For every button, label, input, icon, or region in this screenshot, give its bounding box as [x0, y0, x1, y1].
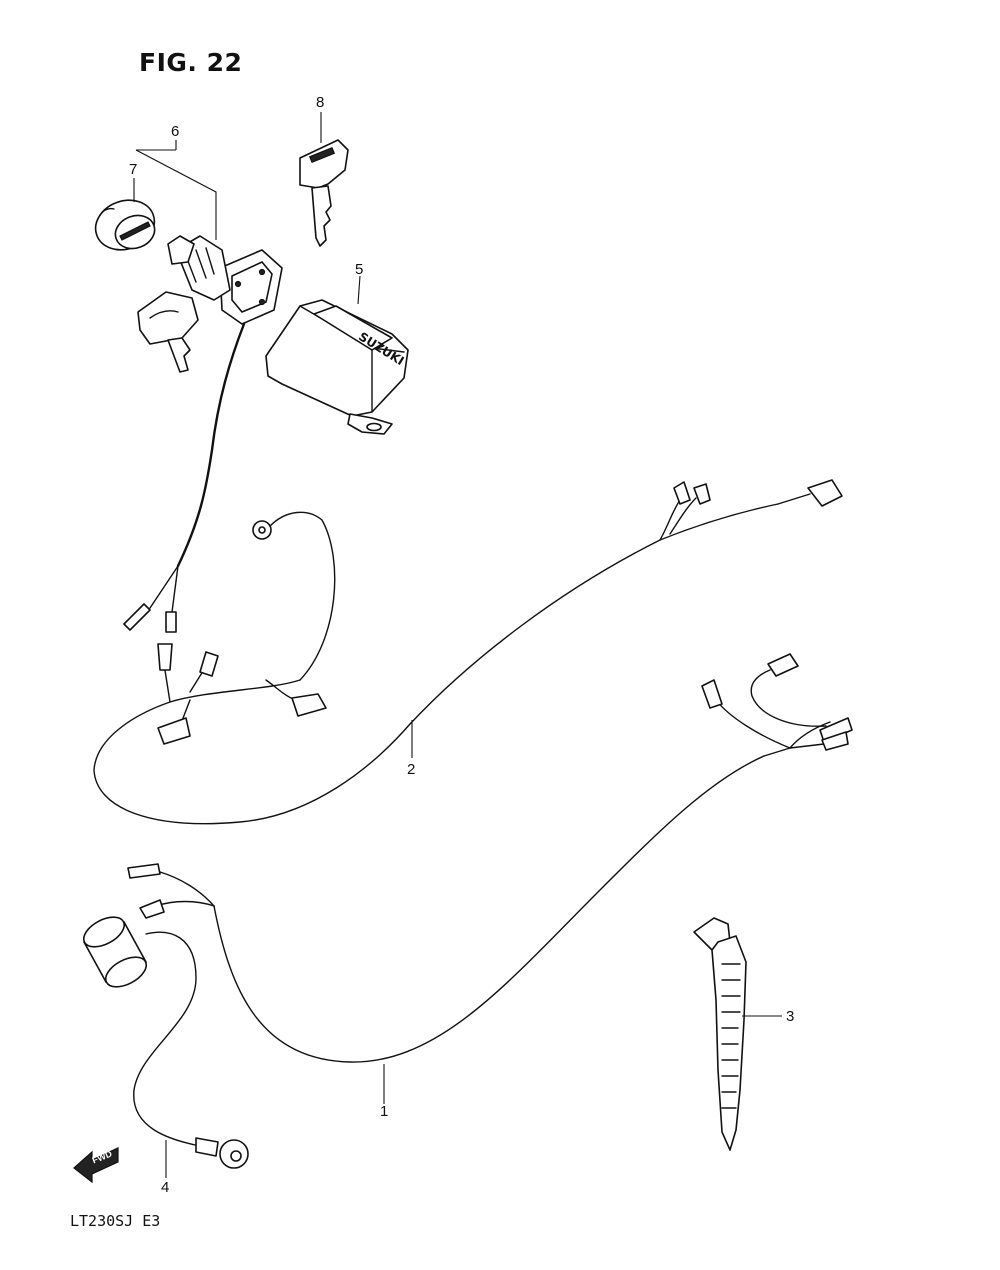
model-code: LT230SJ E3: [70, 1212, 161, 1230]
ground-lead-part-4[interactable]: [133, 931, 249, 1178]
callout-7: 7: [129, 161, 138, 178]
callout-8: 8: [316, 94, 325, 111]
control-box-part-5[interactable]: [265, 275, 409, 435]
callout-6: 6: [171, 123, 180, 140]
callout-2: 2: [407, 761, 416, 778]
figure-title: FIG. 22: [139, 48, 243, 77]
cable-tie-part-3[interactable]: [693, 917, 782, 1151]
callout-1: 1: [380, 1103, 389, 1120]
ignition-switch-part-6[interactable]: [135, 140, 283, 373]
callout-5: 5: [355, 261, 364, 278]
cover-part-7[interactable]: [89, 178, 162, 258]
wiring-harness-part-2[interactable]: [93, 322, 843, 825]
fwd-arrow-icon: [73, 1147, 119, 1184]
callout-4: 4: [161, 1179, 170, 1196]
key-part-8[interactable]: [299, 112, 349, 247]
wiring-harness-part-1[interactable]: [79, 653, 853, 1104]
callout-3: 3: [786, 1008, 795, 1025]
